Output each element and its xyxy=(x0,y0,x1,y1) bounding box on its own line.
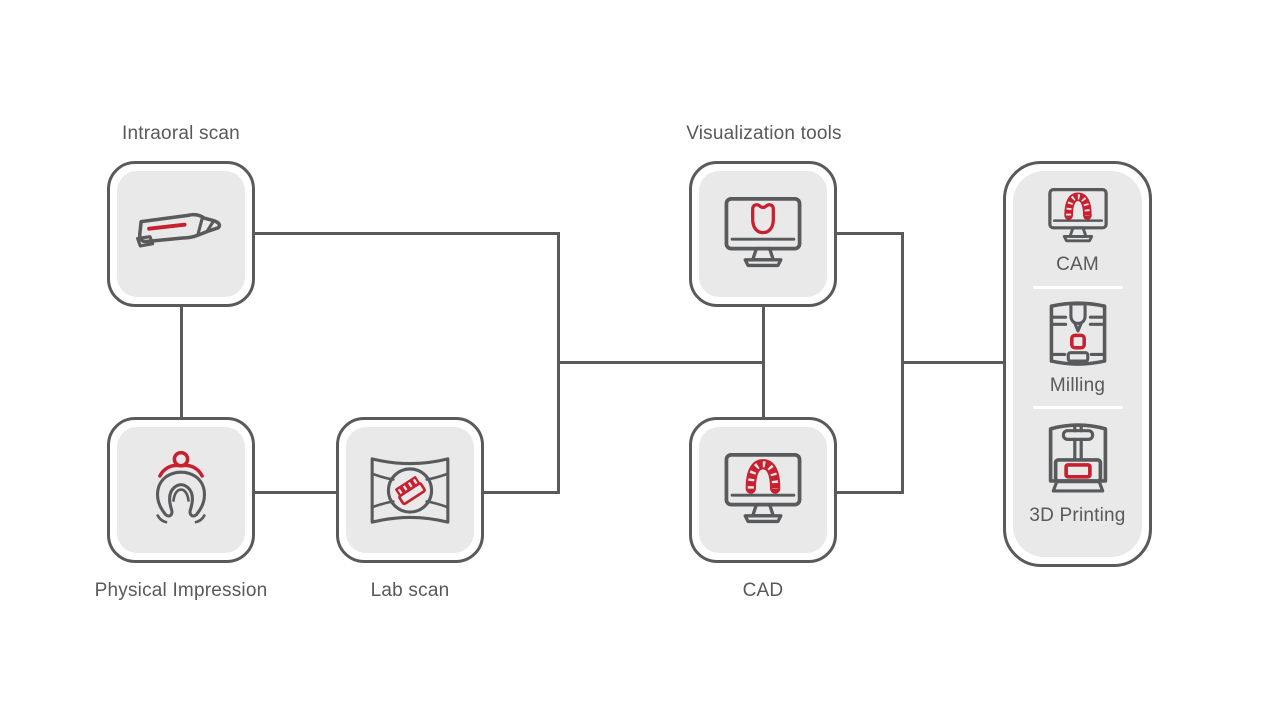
node-visualization-inner xyxy=(699,171,827,297)
node-intraoral-scan xyxy=(107,161,255,307)
panel-divider xyxy=(1032,286,1123,289)
node-visualization-tools xyxy=(689,161,837,307)
label-cam: CAM xyxy=(1056,254,1099,275)
label-physical-impression: Physical Impression xyxy=(94,580,268,601)
node-physical-inner xyxy=(117,427,245,553)
label-milling: Milling xyxy=(1049,375,1106,396)
3d-printer-icon xyxy=(1048,423,1107,493)
panel-divider xyxy=(1032,406,1123,409)
label-3d-printing: 3D Printing xyxy=(1029,505,1126,526)
lab-scanner-icon xyxy=(370,456,450,524)
intraoral-scanner-icon xyxy=(136,212,222,248)
label-lab-scan: Lab scan xyxy=(370,580,450,601)
output-panel-inner: CAM Milling 3D P xyxy=(1013,171,1142,557)
label-intraoral-scan: Intraoral scan xyxy=(122,123,240,144)
label-visualization-tools: Visualization tools xyxy=(686,123,842,144)
node-intraoral-inner xyxy=(117,171,245,297)
dental-impression-tray-icon xyxy=(156,450,206,524)
monitor-dental-arch-icon xyxy=(724,452,802,523)
label-cad: CAD xyxy=(742,580,784,601)
node-physical-impression xyxy=(107,417,255,563)
node-cad xyxy=(689,417,837,563)
node-labscan-inner xyxy=(346,427,474,553)
output-panel: CAM Milling 3D P xyxy=(1003,161,1152,567)
milling-machine-icon xyxy=(1049,301,1106,366)
node-lab-scan xyxy=(336,417,484,563)
monitor-tooth-icon xyxy=(724,196,802,267)
node-cad-inner xyxy=(699,427,827,553)
monitor-dental-arch-icon xyxy=(1047,187,1108,243)
